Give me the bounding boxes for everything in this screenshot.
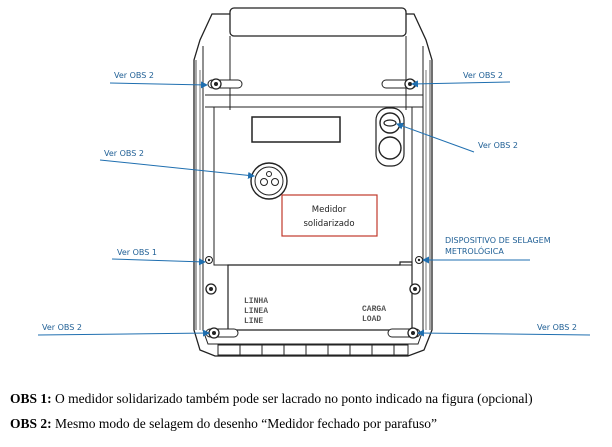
- callout-line-bottom-left: [37, 329, 210, 337]
- callout-line-top-right: [411, 80, 511, 88]
- optical-port: [250, 162, 288, 200]
- callout-left-middle: Ver OBS 1: [117, 248, 157, 257]
- callout-line-left-middle: [111, 258, 206, 266]
- callout-line-right-upper: [396, 122, 475, 153]
- seal-knob: [375, 107, 405, 167]
- seal-slot-top-left: [207, 78, 243, 90]
- callout-left-upper: Ver OBS 2: [104, 149, 144, 158]
- meter-body: [193, 7, 433, 357]
- label-line-1: Medidor: [312, 205, 347, 215]
- note-obs-1-label: OBS 1:: [10, 391, 52, 406]
- seal-slot-top-right: [381, 78, 417, 90]
- note-obs-1-text: O medidor solidarizado também pode ser l…: [51, 391, 533, 406]
- note-obs-2-label: OBS 2:: [10, 416, 52, 431]
- side-screw-left: [205, 256, 213, 264]
- terminal-label-load-2: LOAD: [362, 315, 381, 324]
- label-box: [281, 194, 378, 237]
- callout-line-bottom-right: [417, 329, 591, 337]
- callout-device-line-1: DISPOSITIVO DE SELAGEM: [445, 236, 551, 245]
- seal-slot-bottom-right: [387, 327, 421, 339]
- note-obs-2-text: Mesmo modo de selagem do desenho “Medido…: [51, 416, 438, 431]
- side-screw-right: [415, 256, 423, 264]
- terminal-label-line-2: LINEA: [244, 307, 268, 316]
- terminal-label-load-1: CARGA: [362, 305, 386, 314]
- callout-bottom-right: Ver OBS 2: [537, 323, 577, 332]
- callout-top-right: Ver OBS 2: [463, 71, 503, 80]
- seal-slot-bottom-left: [205, 327, 239, 339]
- terminal-label-line-1: LINHA: [244, 297, 268, 306]
- note-obs-1: OBS 1: O medidor solidarizado também pod…: [10, 391, 533, 407]
- terminal-screw-left: [205, 283, 217, 295]
- callout-line-left-upper: [99, 159, 255, 179]
- terminal-label-line-3: LINE: [244, 317, 263, 326]
- callout-top-left: Ver OBS 2: [114, 71, 154, 80]
- callout-device-line-2: METROLÓGICA: [445, 245, 504, 256]
- display-window: [251, 116, 341, 143]
- callout-line-top-left: [109, 81, 208, 89]
- label-line-2: solidarizado: [303, 219, 354, 229]
- meter-base: [217, 344, 409, 356]
- terminal-screw-right: [409, 283, 421, 295]
- callout-bottom-left: Ver OBS 2: [42, 323, 82, 332]
- callout-right-upper: Ver OBS 2: [478, 141, 518, 150]
- note-obs-2: OBS 2: Mesmo modo de selagem do desenho …: [10, 416, 437, 432]
